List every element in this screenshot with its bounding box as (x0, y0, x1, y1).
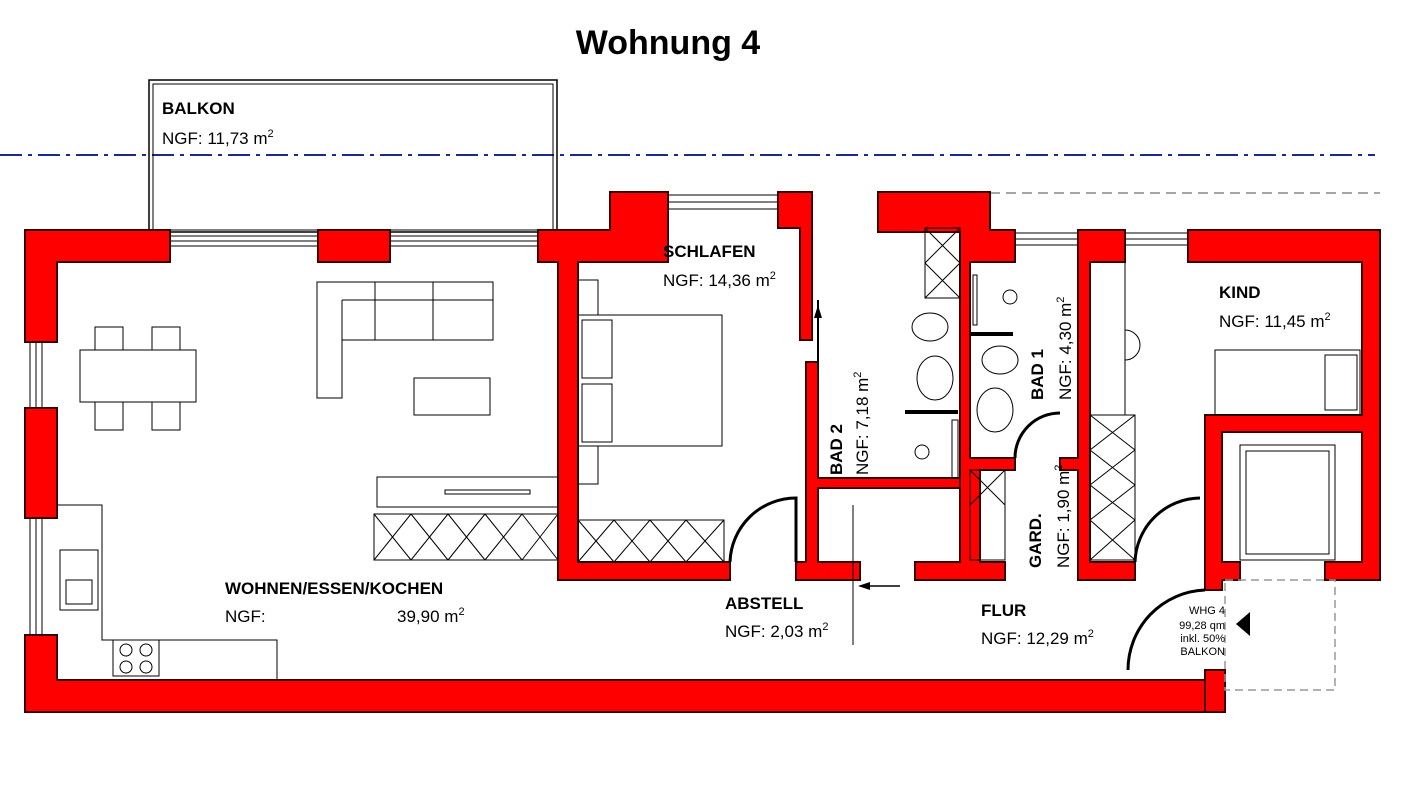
svg-text:BAD 2: BAD 2 (827, 424, 846, 475)
room-label-bad2: BAD 2 NGF: 7,18 m2 (827, 372, 872, 475)
svg-text:NGF: 4,30 m2: NGF: 4,30 m2 (1055, 297, 1075, 400)
svg-text:NGF:: NGF: (225, 607, 266, 626)
svg-text:NGF: 11,73 m2: NGF: 11,73 m2 (162, 128, 274, 148)
sideboard (376, 476, 559, 508)
svg-text:inkl. 50%: inkl. 50% (1180, 633, 1225, 645)
dining-table (79, 349, 197, 403)
svg-text:BALKON: BALKON (162, 99, 235, 118)
coffee-table (413, 377, 491, 416)
svg-text:BAD 1: BAD 1 (1028, 349, 1047, 400)
stove (112, 639, 160, 677)
svg-text:NGF: 11,45 m2: NGF: 11,45 m2 (1219, 311, 1331, 331)
walls (24, 191, 1381, 713)
svg-text:SCHLAFEN: SCHLAFEN (663, 242, 756, 261)
svg-text:NGF: 7,18 m2: NGF: 7,18 m2 (852, 372, 872, 475)
page-title: Wohnung 4 (576, 24, 761, 62)
svg-text:NGF: 12,29 m2: NGF: 12,29 m2 (981, 628, 1094, 648)
entrance-landing (1224, 579, 1336, 691)
sofa (316, 281, 494, 399)
room-label-schlafen: SCHLAFEN NGF: 14,36 m2 (663, 242, 776, 290)
svg-text:WHG 4: WHG 4 (1189, 605, 1225, 617)
room-label-flur: FLUR NGF: 12,29 m2 (981, 601, 1094, 648)
arrow-icon (858, 582, 870, 590)
svg-text:WOHNEN/ESSEN/KOCHEN: WOHNEN/ESSEN/KOCHEN (225, 579, 443, 598)
child-bed (1214, 349, 1361, 416)
svg-text:99,28 qm: 99,28 qm (1179, 620, 1225, 632)
furniture (57, 227, 1361, 680)
svg-text:FLUR: FLUR (981, 601, 1026, 620)
apartment-summary: WHG 4 99,28 qm inkl. 50% BALKON (1179, 605, 1225, 658)
bed (577, 314, 723, 447)
room-label-wohnen: WOHNEN/ESSEN/KOCHEN NGF: 39,90 m2 (225, 579, 465, 626)
svg-text:GARD.: GARD. (1026, 513, 1045, 568)
svg-text:NGF: 1,90 m2: NGF: 1,90 m2 (1053, 465, 1073, 568)
svg-text:ABSTELL: ABSTELL (725, 594, 803, 613)
svg-text:KIND: KIND (1219, 283, 1261, 302)
room-label-bad1: BAD 1 NGF: 4,30 m2 (1028, 297, 1075, 400)
room-label-abstell: ABSTELL NGF: 2,03 m2 (725, 594, 828, 641)
kitchen-counter (57, 504, 278, 680)
svg-text:39,90 m2: 39,90 m2 (397, 606, 465, 626)
entrance-arrow-icon (1236, 612, 1250, 636)
room-label-kind: KIND NGF: 11,45 m2 (1219, 283, 1331, 331)
sink (59, 549, 99, 611)
doors (728, 300, 1206, 671)
svg-text:BALKON: BALKON (1180, 646, 1225, 658)
room-label-balkon: BALKON NGF: 11,73 m2 (162, 99, 274, 148)
svg-text:NGF: 14,36 m2: NGF: 14,36 m2 (663, 270, 776, 290)
room-label-gard: GARD. NGF: 1,90 m2 (1026, 465, 1073, 568)
svg-text:NGF: 2,03 m2: NGF: 2,03 m2 (725, 621, 828, 641)
arrow-icon (814, 305, 822, 318)
